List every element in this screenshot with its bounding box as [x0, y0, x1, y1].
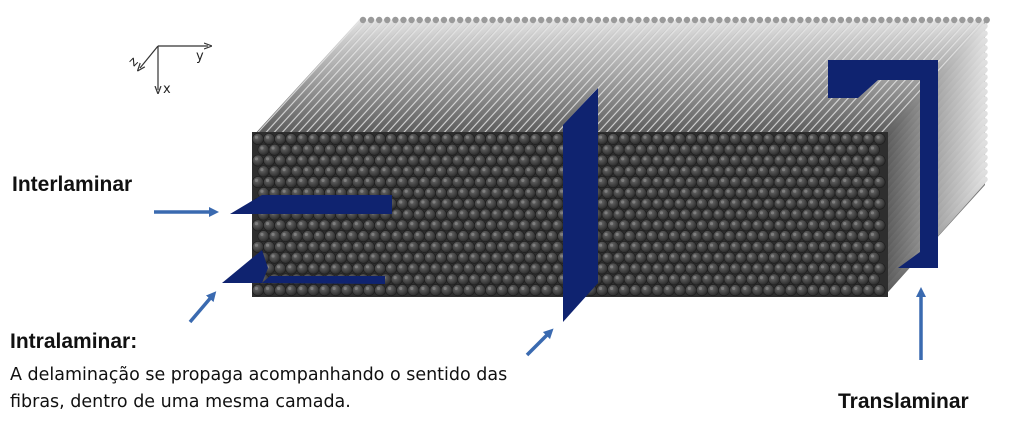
intralaminar-arrow-icon [188, 291, 217, 324]
translaminar-middle-arrow-icon [525, 328, 554, 357]
translaminar-crack-plane-end [828, 60, 938, 268]
intralaminar-label: Intralaminar: [10, 330, 138, 353]
intralaminar-crack-plane [222, 250, 385, 284]
intralaminar-description: A delaminação se propaga acompanhando o … [10, 365, 508, 412]
axis-x-label: x [163, 82, 171, 97]
interlaminar-crack-plane [230, 195, 392, 214]
axis-y-label: y [196, 49, 204, 64]
interlaminar-label: Interlaminar [12, 173, 133, 196]
axis-z-label: z [126, 54, 142, 70]
translaminar-crack-plane-middle [563, 88, 598, 322]
translaminar-label: Translaminar [838, 390, 969, 413]
axis-triad-icon: y z x [126, 46, 208, 97]
